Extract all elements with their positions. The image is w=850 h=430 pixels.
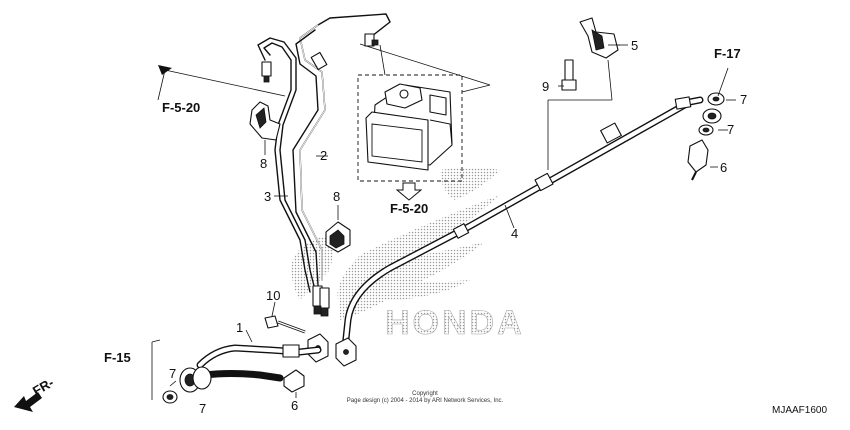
washers-7-upper <box>698 92 725 136</box>
callout-6-upper: 6 <box>720 160 727 175</box>
front-direction-label: FR- <box>30 375 56 399</box>
bolt-9 <box>561 59 577 91</box>
banjo-bolt-6-upper <box>687 139 709 181</box>
callout-2: 2 <box>320 148 327 163</box>
ref-arrow-down <box>395 182 423 201</box>
callout-7-d: 7 <box>199 401 206 416</box>
front-direction-arrow <box>14 392 42 412</box>
copyright-line-1: Copyright <box>412 391 438 397</box>
bracket-5 <box>579 17 620 101</box>
callout-6-lower: 6 <box>291 398 298 413</box>
callout-8-middle: 8 <box>333 189 340 204</box>
ref-f-17: F-17 <box>714 46 741 61</box>
callout-7-a: 7 <box>740 92 747 107</box>
watermark-text: HONDA <box>385 304 525 342</box>
callout-7-b: 7 <box>727 122 734 137</box>
flange-bolt-10 <box>264 315 306 334</box>
brake-pipe-3 <box>257 37 316 293</box>
copyright-line-2: Page design (c) 2004 - 2014 by ARI Netwo… <box>347 398 504 404</box>
callout-4: 4 <box>511 226 518 241</box>
clamp-8-middle <box>325 205 351 253</box>
pipe-fittings-top <box>261 33 379 83</box>
callout-leaders <box>245 44 736 343</box>
callout-5: 5 <box>631 38 638 53</box>
brake-pipe-2 <box>292 13 391 286</box>
abs-modulator <box>357 43 491 182</box>
clamp-8-upper <box>249 101 281 155</box>
diagram-code: MJAAF1600 <box>772 405 827 416</box>
ref-arrow-f-5-20-upper <box>157 65 286 101</box>
banjo-bolt-6-lower <box>283 369 305 398</box>
callout-9: 9 <box>542 79 549 94</box>
ref-f-15: F-15 <box>104 350 131 365</box>
ref-f-5-20-upper: F-5-20 <box>162 100 200 115</box>
ref-f-5-20-lower: F-5-20 <box>390 201 428 216</box>
ref-arrow-f-15 <box>151 339 161 400</box>
callout-3: 3 <box>264 189 271 204</box>
callout-8-upper: 8 <box>260 156 267 171</box>
brake-hose-4 <box>341 96 704 352</box>
callout-1: 1 <box>236 320 243 335</box>
banjo-fitting-bottom <box>162 366 212 404</box>
callout-7-c: 7 <box>169 366 176 381</box>
callout-10: 10 <box>266 288 280 303</box>
pipe-fittings-lower <box>312 285 330 317</box>
